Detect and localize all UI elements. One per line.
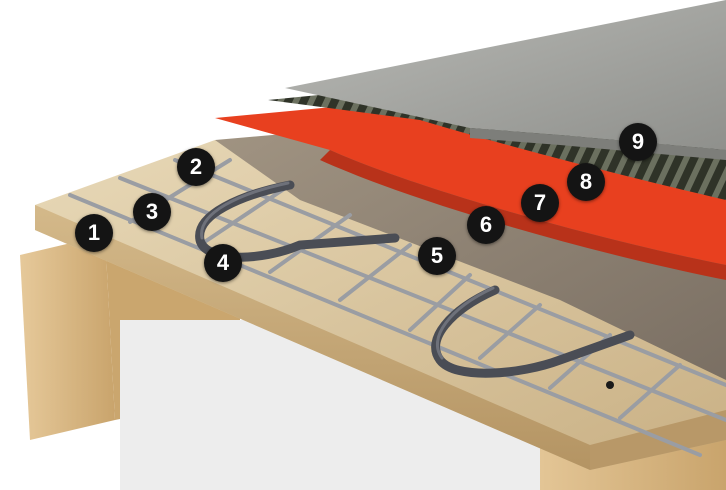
label-badge-5: 5 xyxy=(418,237,456,275)
tile-surface xyxy=(285,0,726,160)
label-badge-6: 6 xyxy=(467,206,505,244)
screw-head xyxy=(606,381,614,389)
heating-cable xyxy=(195,180,635,378)
label-badge-9: 9 xyxy=(619,123,657,161)
heating-cable-highlight xyxy=(200,181,495,360)
label-badge-7: 7 xyxy=(521,184,559,222)
label-badge-1: 1 xyxy=(75,214,113,252)
label-badge-4: 4 xyxy=(204,244,242,282)
label-badge-3: 3 xyxy=(133,193,171,231)
label-badge-8: 8 xyxy=(567,163,605,201)
label-badge-2: 2 xyxy=(177,148,215,186)
